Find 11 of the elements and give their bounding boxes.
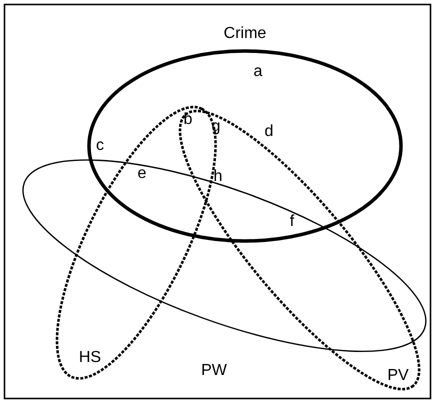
set-label: Crime (224, 25, 266, 43)
region-label: f (290, 213, 294, 231)
region-label: d (264, 123, 274, 141)
set-label: PV (387, 366, 409, 385)
region-label: c (96, 137, 104, 155)
region-label: a (254, 63, 262, 81)
region-label: h (214, 168, 222, 186)
region-label: b (184, 111, 192, 129)
set-label: PW (201, 362, 227, 380)
set-label: HS (78, 348, 102, 367)
region-label: e (138, 165, 146, 183)
